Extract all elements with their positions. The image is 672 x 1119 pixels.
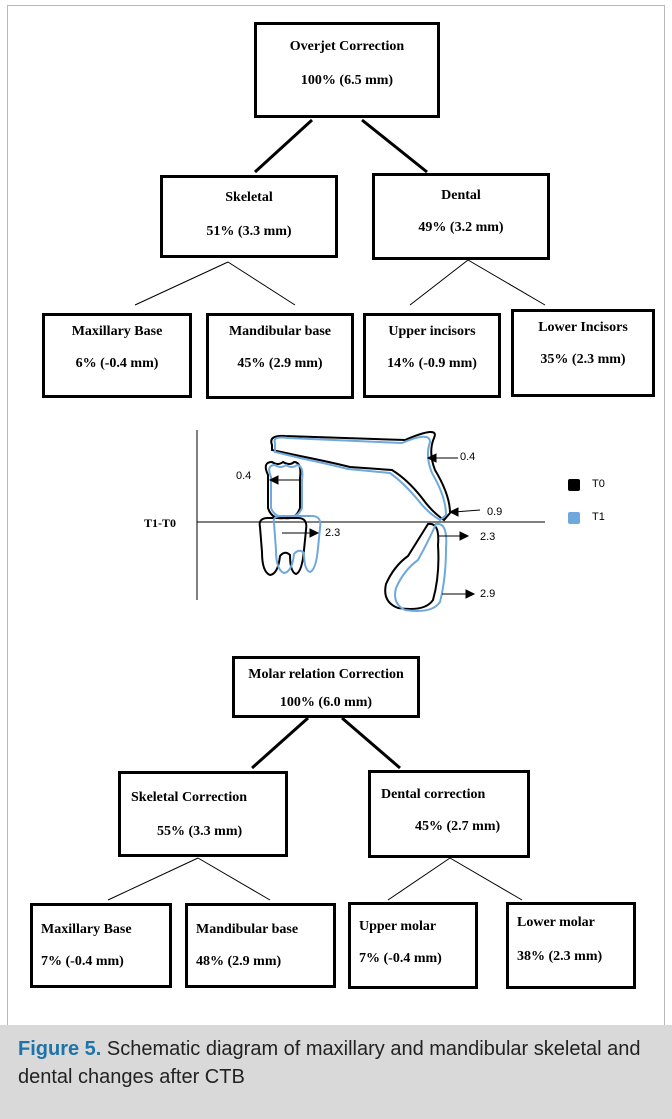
overjet-mandibular-title: Mandibular base <box>228 324 332 339</box>
legend-t0-label: T0 <box>592 478 605 490</box>
molar-lower-box: Lower molar 38% (2.3 mm) <box>506 902 636 989</box>
label-mandible: 2.9 <box>480 588 496 600</box>
overjet-maxillary-value: 6% (-0.4 mm) <box>75 356 159 371</box>
label-molar-upper: 0.4 <box>236 470 252 482</box>
molar-dental-box: Dental correction 45% (2.7 mm) <box>368 770 530 858</box>
overjet-mandibular-value: 45% (2.9 mm) <box>237 356 323 371</box>
overjet-upper-title: Upper incisors <box>388 324 476 339</box>
overjet-maxillary-box: Maxillary Base 6% (-0.4 mm) <box>42 313 192 398</box>
molar-skeletal-box: Skeletal Correction 55% (3.3 mm) <box>118 771 288 857</box>
overjet-root-title: Overjet Correction <box>289 39 405 54</box>
molar-mandibular-title: Mandibular base <box>196 922 299 937</box>
overjet-skeletal-title: Skeletal <box>225 190 273 205</box>
overjet-dental-value: 49% (3.2 mm) <box>418 220 504 235</box>
molar-lower-title: Lower molar <box>517 915 595 930</box>
overjet-root-value: 100% (6.5 mm) <box>300 73 394 88</box>
figure-caption: Figure 5. Schematic diagram of maxillary… <box>0 1025 672 1119</box>
molar-maxillary-box: Maxillary Base 7% (-0.4 mm) <box>30 903 172 988</box>
molar-mandibular-box: Mandibular base 48% (2.9 mm) <box>185 903 336 988</box>
label-incisor-tip: 0.9 <box>487 506 503 518</box>
molar-dental-title: Dental correction <box>381 787 486 802</box>
label-incisor-lower: 2.3 <box>480 531 496 543</box>
caption-label: Figure 5. <box>18 1038 102 1060</box>
legend-t1-label: T1 <box>592 511 605 523</box>
molar-maxillary-value: 7% (-0.4 mm) <box>41 954 124 969</box>
overjet-mandibular-box: Mandibular base 45% (2.9 mm) <box>206 313 354 399</box>
caption-text: Schematic diagram of maxillary and mandi… <box>18 1038 641 1088</box>
overjet-skeletal-box: Skeletal 51% (3.3 mm) <box>160 175 338 258</box>
molar-upper-value: 7% (-0.4 mm) <box>359 951 442 966</box>
row-label-t1-t0: T1-T0 <box>144 516 177 530</box>
molar-root-title: Molar relation Correction <box>248 667 404 682</box>
molar-root-box: Molar relation Correction 100% (6.0 mm) <box>232 656 420 718</box>
label-incisor-top: 0.4 <box>460 451 476 463</box>
overjet-dental-title: Dental <box>441 188 481 203</box>
molar-mandibular-value: 48% (2.9 mm) <box>196 954 282 969</box>
overjet-upper-value: 14% (-0.9 mm) <box>387 356 477 371</box>
molar-root-value: 100% (6.0 mm) <box>279 695 373 710</box>
molar-maxillary-title: Maxillary Base <box>41 922 132 937</box>
legend-t1-swatch <box>568 512 580 524</box>
molar-upper-box: Upper molar 7% (-0.4 mm) <box>348 902 478 989</box>
overjet-dental-box: Dental 49% (3.2 mm) <box>372 173 550 260</box>
overjet-skeletal-value: 51% (3.3 mm) <box>206 224 292 239</box>
overjet-upper-box: Upper incisors 14% (-0.9 mm) <box>363 313 501 398</box>
molar-upper-title: Upper molar <box>359 919 437 934</box>
molar-lower-value: 38% (2.3 mm) <box>517 949 603 964</box>
molar-dental-value: 45% (2.7 mm) <box>415 819 501 834</box>
overjet-lower-value: 35% (2.3 mm) <box>540 352 626 367</box>
overjet-lower-box: Lower Incisors 35% (2.3 mm) <box>511 309 655 397</box>
legend-t0-swatch <box>568 479 580 491</box>
label-molar-lower: 2.3 <box>325 527 341 539</box>
molar-skeletal-value: 55% (3.3 mm) <box>157 824 243 839</box>
overjet-maxillary-title: Maxillary Base <box>71 324 163 339</box>
overjet-lower-title: Lower Incisors <box>538 320 628 335</box>
molar-skeletal-title: Skeletal Correction <box>131 790 247 805</box>
overjet-root-box: Overjet Correction 100% (6.5 mm) <box>254 22 440 118</box>
